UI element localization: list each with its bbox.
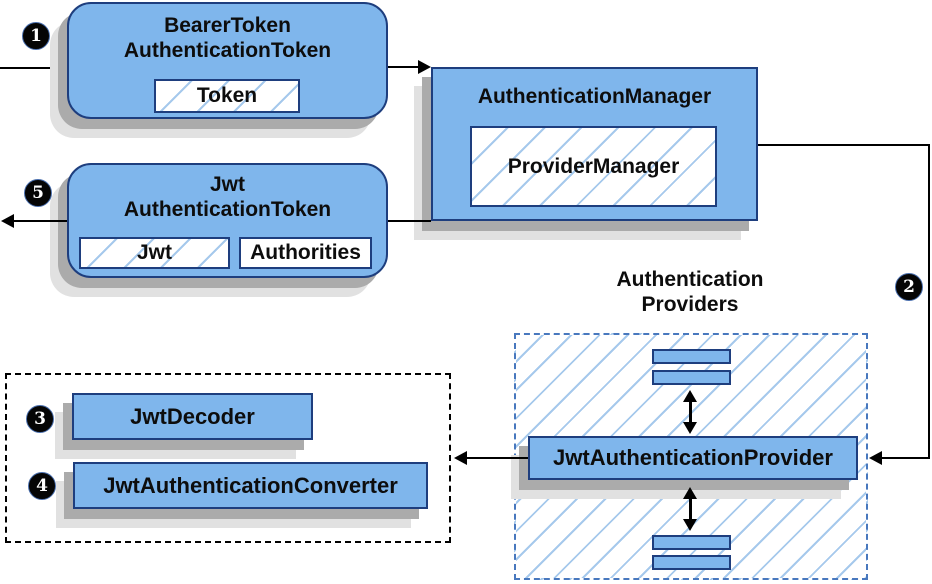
arrowhead-left-icon (1, 214, 14, 228)
arrowhead-left-icon (869, 451, 882, 465)
bearer-token-title-line1: BearerToken (164, 14, 291, 37)
jwt-authentication-converter-node: JwtAuthenticationConverter (73, 462, 428, 509)
bearer-to-manager-line (388, 66, 419, 68)
arrowhead-right-icon (418, 60, 431, 74)
jwt-authentication-provider-node: JwtAuthenticationProvider (528, 436, 858, 480)
provider-link-line (689, 400, 692, 424)
jwt-token-node-title: Jwt AuthenticationToken (69, 165, 386, 222)
bearer-token-title-line2: AuthenticationToken (123, 39, 332, 62)
jwt-decoder-node: JwtDecoder (72, 393, 313, 440)
step-5-badge: 5 (24, 179, 52, 207)
provider-stack-bar (652, 370, 731, 385)
provider-link-line (689, 497, 692, 521)
jwt-authentication-token-node: Jwt AuthenticationToken Jwt Authorities (67, 163, 388, 278)
arrowhead-down-icon (683, 422, 697, 434)
authentication-providers-label: Authentication Providers (565, 267, 815, 317)
step-1-badge: 1 (22, 22, 50, 50)
step-2-badge: 2 (895, 273, 923, 301)
authentication-manager-title: AuthenticationManager (477, 85, 712, 108)
manager-to-provider-line-bottom (881, 457, 930, 459)
manager-to-provider-line-right (928, 144, 930, 459)
step-4-badge: 4 (28, 472, 56, 500)
provider-manager-box: ProviderManager (470, 126, 717, 207)
step-3-badge: 3 (26, 405, 54, 433)
arrowhead-up-icon (683, 390, 697, 402)
providers-label-line1: Authentication (616, 268, 764, 291)
provider-stack-bar (652, 555, 731, 570)
token-field: Token (154, 79, 300, 113)
outgoing-response-line (13, 220, 67, 222)
provider-to-decoder-line (466, 457, 528, 459)
authentication-manager-node: AuthenticationManager ProviderManager (431, 67, 758, 221)
manager-to-provider-line-top (758, 144, 930, 146)
jwt-field: Jwt (79, 237, 230, 269)
arrowhead-down-icon (683, 519, 697, 531)
arrowhead-left-icon (454, 451, 467, 465)
bearer-token-authentication-token-node: BearerToken AuthenticationToken Token (67, 2, 388, 119)
incoming-request-line (0, 67, 67, 69)
authorities-field: Authorities (239, 237, 372, 269)
jwt-token-title-line2: AuthenticationToken (123, 198, 332, 221)
providers-label-line2: Providers (641, 293, 739, 316)
provider-stack-bar (652, 535, 731, 550)
jwt-token-title-line1: Jwt (209, 173, 245, 196)
manager-to-jwt-token-line (388, 220, 431, 222)
arrowhead-up-icon (683, 487, 697, 499)
bearer-token-node-title: BearerToken AuthenticationToken (69, 4, 386, 63)
provider-stack-bar (652, 349, 731, 364)
